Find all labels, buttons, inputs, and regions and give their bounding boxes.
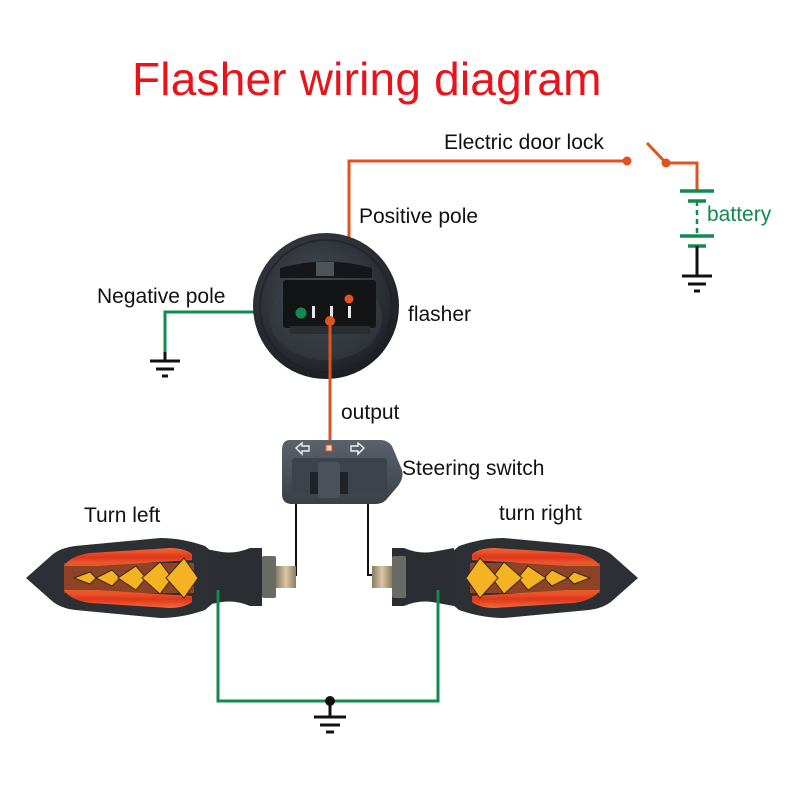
negative-pole-dot (295, 307, 307, 319)
left-turn-signal-lamp (26, 538, 296, 618)
door-lock-switch (645, 141, 699, 190)
left-arrow-icon (294, 441, 310, 456)
lamp-ground-icon (314, 701, 346, 734)
right-signal-wire (367, 504, 374, 576)
positive-pole-dot (344, 294, 354, 304)
left-signal-wire (290, 504, 297, 576)
label-steering-switch: Steering switch (402, 457, 545, 480)
flasher-pin-2 (330, 306, 333, 318)
diagram-title: Flasher wiring diagram (132, 53, 602, 105)
label-output: output (341, 401, 400, 424)
right-turn-signal-lamp (372, 538, 638, 618)
label-turn-right: turn right (499, 502, 582, 525)
switch-pivot-dot (661, 158, 671, 168)
label-flasher: flasher (408, 303, 472, 326)
label-positive-pole: Positive pole (359, 205, 479, 228)
flasher-relay (253, 233, 399, 379)
flasher-pin-3 (348, 306, 351, 318)
battery-icon (680, 189, 714, 248)
label-negative-pole: Negative pole (97, 285, 226, 308)
label-battery: battery (707, 203, 772, 226)
flasher-pin-1 (312, 306, 315, 318)
label-turn-left: Turn left (84, 504, 161, 527)
lamp-ground-wire (216, 590, 440, 703)
steering-switch (282, 440, 403, 504)
battery-ground-icon (682, 246, 712, 293)
label-electric-door-lock: Electric door lock (444, 131, 604, 154)
negative-ground-icon (150, 352, 180, 378)
door-lock-terminal-dot (622, 156, 632, 166)
right-arrow-icon (350, 441, 366, 456)
